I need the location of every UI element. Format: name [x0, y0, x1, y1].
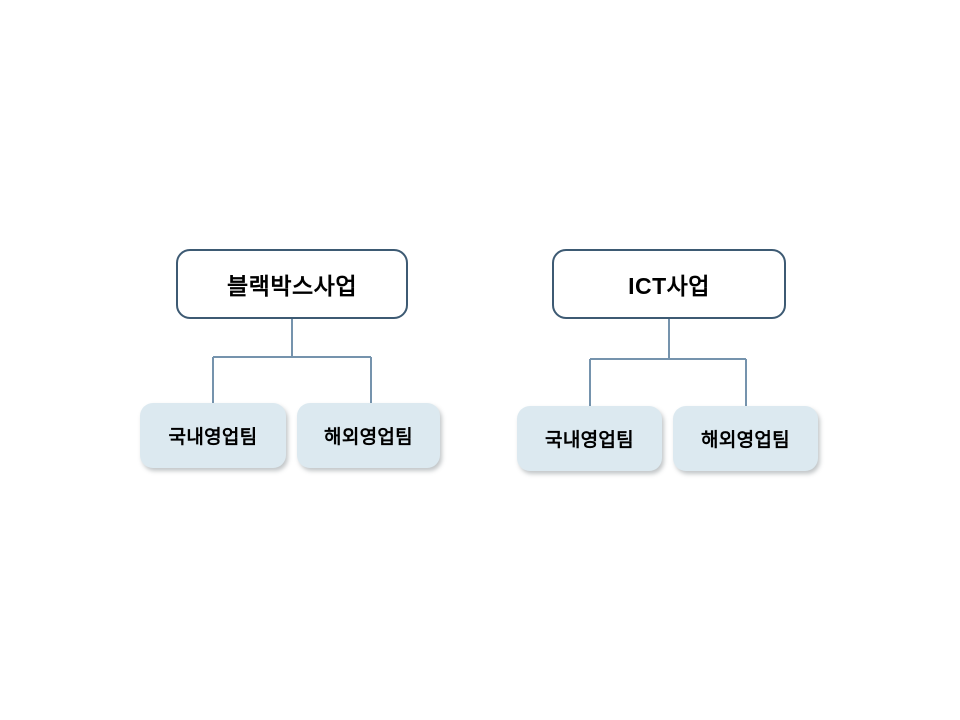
node-ict-overseas-sales-team[interactable]: 해외영업팀 [673, 406, 818, 471]
node-ict-division[interactable]: ICT사업 [552, 249, 786, 319]
node-blackbox-division[interactable]: 블랙박스사업 [176, 249, 408, 319]
node-blackbox-overseas-sales-team[interactable]: 해외영업팀 [297, 403, 440, 468]
node-ict-domestic-sales-team[interactable]: 국내영업팀 [517, 406, 662, 471]
node-blackbox-domestic-sales-team[interactable]: 국내영업팀 [140, 403, 286, 468]
